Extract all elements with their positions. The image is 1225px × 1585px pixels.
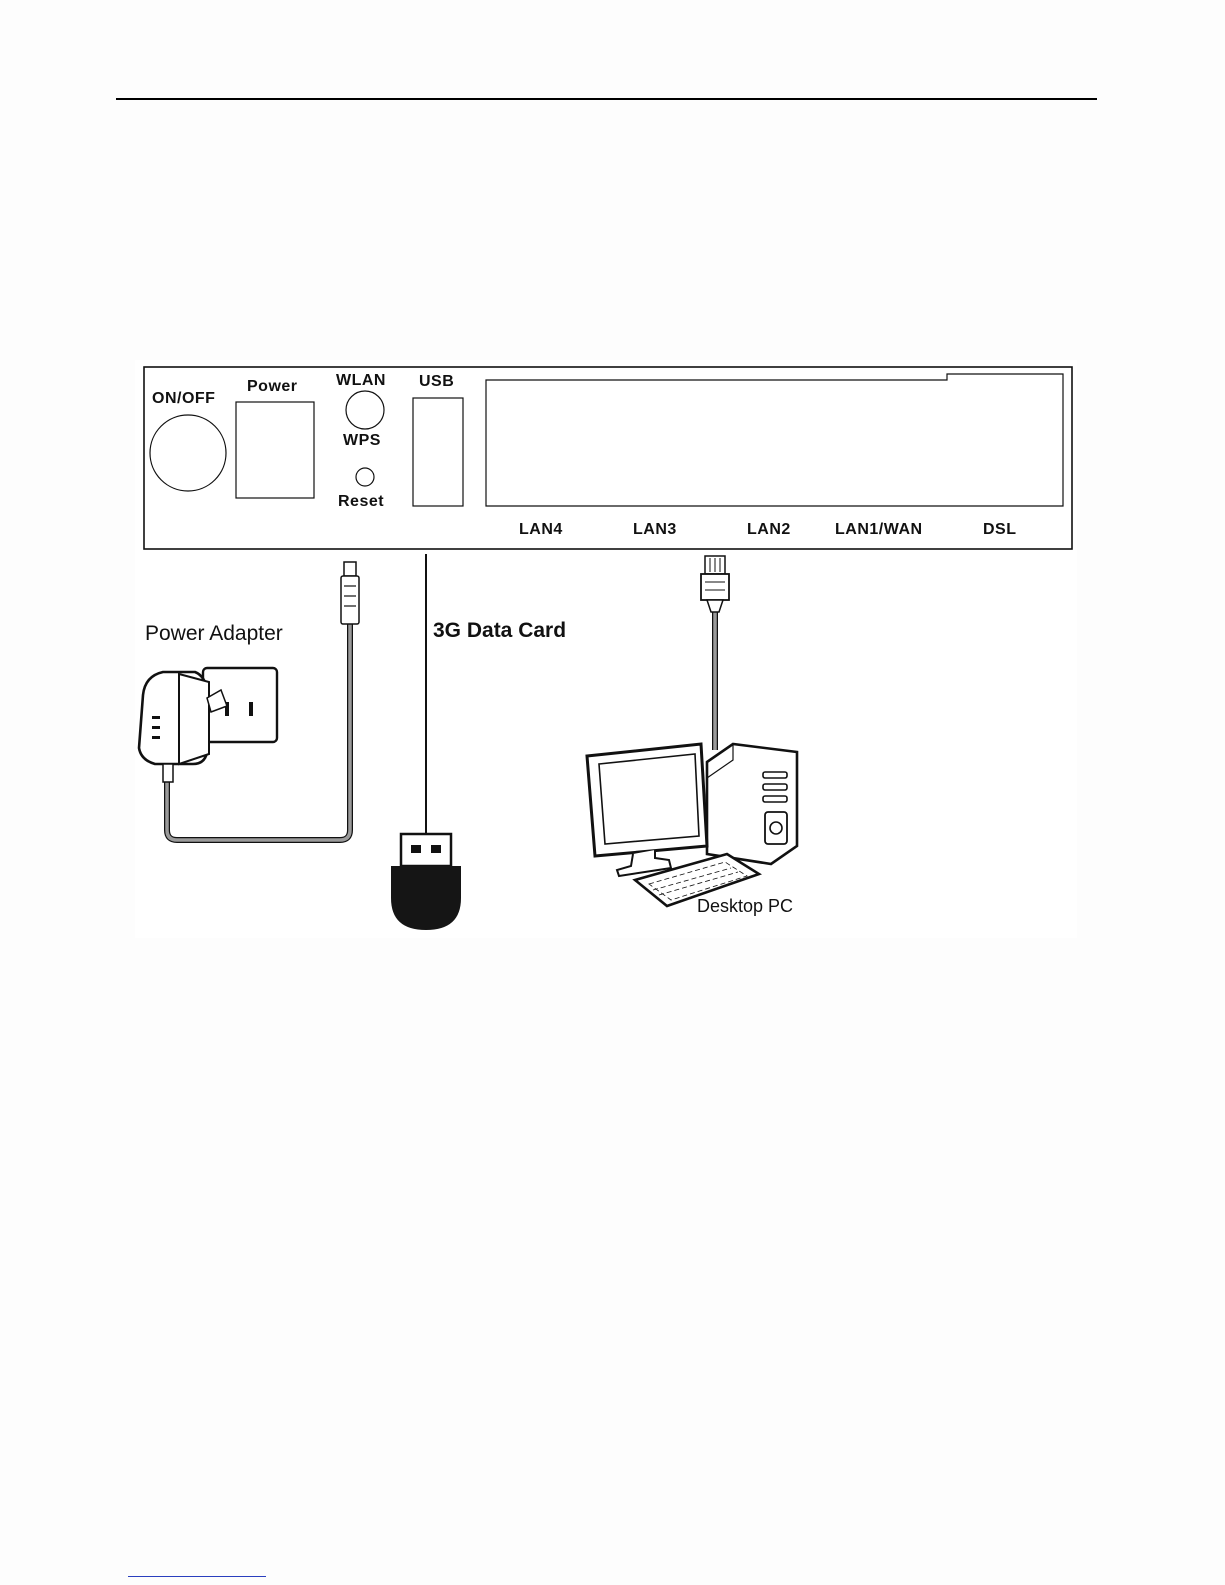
ethernet-port-block — [486, 374, 1063, 506]
desktop-pc-label: Desktop PC — [697, 896, 793, 917]
power-port-label: Power — [247, 378, 298, 396]
power-adapter-icon — [139, 668, 277, 782]
footer-link-underline — [128, 1576, 266, 1577]
reset-button — [356, 468, 374, 486]
lan2-label: LAN2 — [747, 521, 791, 539]
router-connection-diagram: ON/OFF Power WLAN WPS Reset USB LAN4 LAN… — [135, 360, 1077, 938]
lan4-label: LAN4 — [519, 521, 563, 539]
usb-dongle-icon — [391, 834, 461, 930]
header-rule — [116, 98, 1097, 100]
rj45-plug-icon — [701, 556, 729, 612]
lan3-label: LAN3 — [633, 521, 677, 539]
wlan-label: WLAN — [336, 372, 386, 390]
power-socket — [236, 402, 314, 498]
power-adapter-label: Power Adapter — [145, 622, 283, 646]
usb-port — [413, 398, 463, 506]
dsl-label: DSL — [983, 521, 1017, 539]
desktop-pc-icon — [587, 744, 797, 906]
lan1-wan-label: LAN1/WAN — [835, 521, 923, 539]
data-card-label: 3G Data Card — [433, 619, 566, 643]
dc-plug-icon — [341, 562, 359, 624]
wlan-wps-button — [346, 391, 384, 429]
reset-label: Reset — [338, 493, 384, 511]
on-off-label: ON/OFF — [152, 390, 215, 408]
usb-label: USB — [419, 373, 454, 391]
on-off-button — [150, 415, 226, 491]
wps-label: WPS — [343, 432, 381, 450]
diagram-drawing — [135, 360, 1077, 938]
